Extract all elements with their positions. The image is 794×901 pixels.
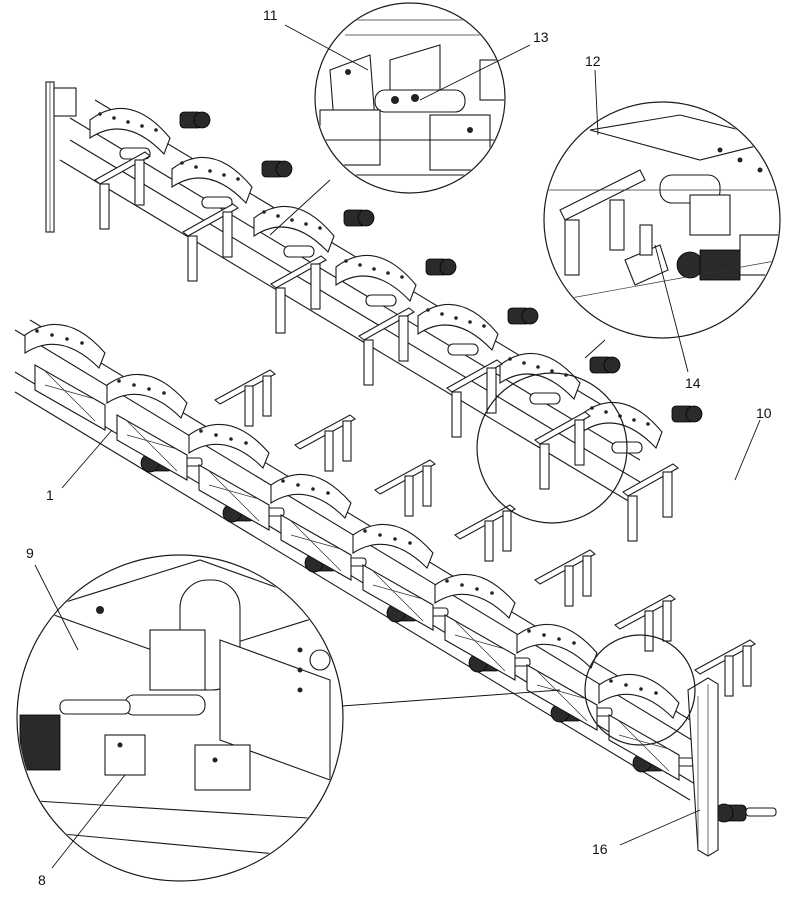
rear-support-stands <box>94 151 679 542</box>
front-segment <box>598 673 777 823</box>
front-support-stands <box>214 369 756 697</box>
support-stand <box>214 369 276 427</box>
support-stand <box>534 549 596 607</box>
callout-1-label: 1 <box>46 487 54 503</box>
callout-10: 10 <box>734 405 772 481</box>
callout-16: 16 <box>592 809 701 857</box>
support-stand <box>614 594 676 652</box>
support-stand <box>534 411 591 490</box>
support-stand <box>94 151 151 230</box>
support-stand <box>622 463 679 542</box>
support-stand <box>454 504 516 562</box>
front-right-post <box>687 677 719 857</box>
drive-motor-icon <box>507 307 539 325</box>
front-segment <box>24 323 203 473</box>
support-stand <box>182 203 239 282</box>
callout-11-label: 11 <box>263 7 278 23</box>
detail-view-top <box>269 2 506 236</box>
rear-segments <box>89 107 703 454</box>
support-stand <box>694 639 756 697</box>
rear-segment <box>89 107 211 160</box>
callout-16-label: 16 <box>592 841 608 857</box>
callout-8: 8 <box>38 774 126 888</box>
drive-motor-icon <box>714 803 777 823</box>
callout-12: 12 <box>585 53 601 136</box>
rear-segment <box>581 401 703 454</box>
detail-view-bottom <box>16 554 696 882</box>
callout-8-label: 8 <box>38 872 46 888</box>
rear-segment <box>499 352 621 405</box>
front-segments <box>24 323 777 823</box>
drive-motor-icon <box>343 209 375 227</box>
callout-9-label: 9 <box>26 545 34 561</box>
callout-13: 13 <box>419 29 549 101</box>
support-stand <box>374 459 436 517</box>
rear-left-post <box>45 81 77 233</box>
drive-motor-icon <box>261 160 293 178</box>
support-stand <box>294 414 356 472</box>
drive-motor-icon <box>425 258 457 276</box>
drive-motor-icon <box>179 111 211 129</box>
rear-segment <box>417 303 539 356</box>
callout-13-label: 13 <box>533 29 549 45</box>
callout-11: 11 <box>263 7 369 71</box>
rear-segment <box>171 156 293 209</box>
drive-motor-icon <box>589 356 621 374</box>
callout-1: 1 <box>46 429 113 503</box>
rear-conveyor-line <box>45 81 703 542</box>
callout-10-label: 10 <box>756 405 772 421</box>
front-conveyor-line <box>14 319 777 857</box>
callout-14-label: 14 <box>685 375 701 391</box>
callout-12-label: 12 <box>585 53 601 69</box>
callouts: 11 13 12 14 10 1 9 8 <box>26 7 772 888</box>
support-stand <box>270 255 327 334</box>
support-stand <box>358 307 415 386</box>
support-stand <box>446 359 503 438</box>
rear-segment <box>335 254 457 307</box>
rear-segment <box>253 205 375 258</box>
drive-motor-icon <box>671 405 703 423</box>
callout-9: 9 <box>26 545 79 651</box>
callout-14: 14 <box>654 244 701 391</box>
